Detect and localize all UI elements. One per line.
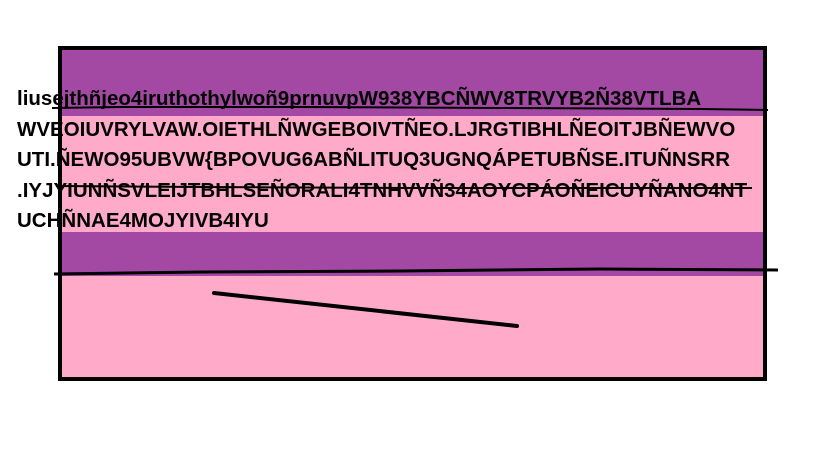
- text-line: UCHÑNAE4MOJYIVB4IYU: [17, 209, 269, 232]
- text-line: liusejthñjeo4iruthothylwoñ9prnuvpW938YBC…: [17, 87, 702, 110]
- scribbled-text: liusejthñjeo4iruthothylwoñ9prnuvpW938YBC…: [17, 84, 817, 237]
- text-line: UTI.ÑEWO95UBVW{BPOVUG6ABÑLITUQ3UGNQÁPETU…: [17, 148, 730, 171]
- text-line: WVEOIUVRYLVAW.OIETHLÑWGEBOIVTÑEO.LJRGTIB…: [17, 117, 736, 141]
- drawn-rectangle: [58, 46, 767, 381]
- text-line: .IYJYIUNÑSVLEIJTBHLSEÑORALI4TNHVVÑ34AOYC…: [17, 178, 748, 202]
- pink-fill-strip: [62, 116, 763, 232]
